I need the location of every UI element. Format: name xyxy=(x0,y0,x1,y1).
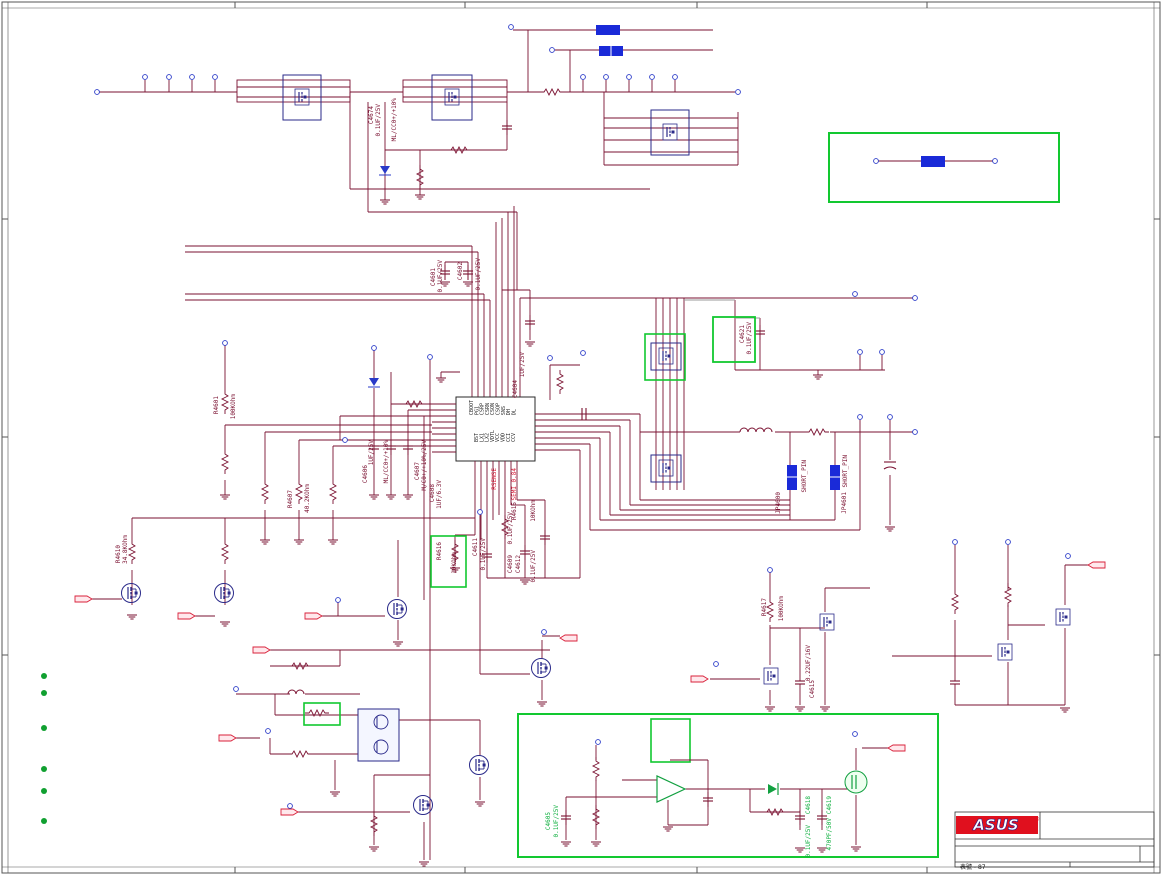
controller-ic xyxy=(455,396,536,462)
label-c4602-val: 0.1UF/25V xyxy=(475,258,482,291)
label-c4606-ref: C4606 xyxy=(362,465,369,484)
asus-logo: ASUS xyxy=(956,816,1038,834)
controller-bus xyxy=(185,206,915,397)
label-red-note-2: RSENSE xyxy=(491,468,498,490)
label-c4619-val: 470PF/50V xyxy=(826,818,833,851)
label-jp4601-ref: JP4601 xyxy=(841,492,848,514)
highlight-box-opamp-input xyxy=(650,718,691,763)
ic-bottom-pin-names: BST LX1 LX2 VDTL VCC VDD CCI CCV xyxy=(474,430,518,443)
diode-d3 xyxy=(768,783,779,795)
left-network xyxy=(131,345,475,860)
label-c4606-code: ML/CC0+/+10% xyxy=(383,440,390,484)
label-jp4600-val: SHORT_PIN xyxy=(801,460,808,493)
jumper-top-1 xyxy=(596,25,620,35)
label-r4615-ref: R4615 xyxy=(511,502,518,521)
label-c4618-val: 0.1UF/25V xyxy=(805,825,812,858)
highlight-box-resistor xyxy=(303,702,341,726)
diode-d2 xyxy=(368,378,380,388)
dual-transistor-pkg xyxy=(357,708,400,762)
label-c4674-code: ML/CC0+/+10% xyxy=(391,98,398,142)
label-r4601-ref: R4601 xyxy=(213,396,220,415)
label-c4606-val: 1UF/25V xyxy=(368,440,375,466)
inductor-main xyxy=(739,427,773,433)
label-r4616-val: 10KOhm xyxy=(451,552,458,574)
label-c4604-ref: C4604 xyxy=(512,380,519,399)
label-red-note-1: SEMI 0.84 xyxy=(511,468,518,501)
label-c4607-code: M/C0+/+10%/25V xyxy=(421,440,428,491)
asus-logo-text: ASUS xyxy=(972,816,1018,834)
label-r4610-val: 34.8KOhm xyxy=(122,535,129,564)
top-power-rail xyxy=(97,29,739,213)
sheet-number-text: 表號 - 87 xyxy=(960,864,986,871)
label-c4615-ref: C4615 xyxy=(809,680,816,699)
label-c4612-ref: C4612 xyxy=(515,555,522,574)
label-jp4600-ref: JP4600 xyxy=(775,492,782,514)
registered-mark: ® xyxy=(1034,816,1040,823)
output-cap xyxy=(883,461,897,470)
diode-d1 xyxy=(379,166,391,176)
label-c4605-ref: C4605 xyxy=(545,812,552,831)
label-c4601-val: 0.1UF/25V xyxy=(437,260,444,293)
label-c4605-val: 0.1UF/25V xyxy=(553,805,560,838)
label-r4607-val: 40.2KOhm xyxy=(304,484,311,513)
highlight-box-r4616 xyxy=(430,535,467,588)
label-c4615-val: 0.22UF/16V xyxy=(805,645,812,682)
opamp-circuit xyxy=(565,745,888,845)
label-c4612-val: 0.1UF/25V xyxy=(530,550,537,583)
mosfet-pkg-q3 xyxy=(650,109,690,156)
cap-coupling xyxy=(581,408,587,420)
label-r4617-ref: R4617 xyxy=(761,598,768,617)
label-c4608-val: 1UF/6.3V xyxy=(436,480,443,509)
note-bullets xyxy=(41,673,47,824)
label-r4601-val: 100KOhm xyxy=(230,394,237,420)
label-c4604-val: 1UF/25V xyxy=(519,352,526,378)
mosfet-pkg-q2 xyxy=(431,74,473,121)
opamp-triangle xyxy=(656,775,687,803)
label-c4618-ref: C4618 xyxy=(805,796,812,815)
lower-left-drivers xyxy=(92,515,560,860)
label-r4616-ref: R4616 xyxy=(436,542,443,561)
mosfet-pkg-q1 xyxy=(282,74,322,121)
right-mid-circuits xyxy=(710,545,1088,706)
label-c4621-val: 0.1UF/25V xyxy=(746,322,753,355)
highlight-box-jumper xyxy=(828,132,1060,203)
output-fet-green xyxy=(844,770,868,794)
label-r4617-val: 100KOhm xyxy=(778,596,785,622)
label-c4611-val: 0.1UF/25V xyxy=(480,538,487,571)
power-stage xyxy=(549,298,915,531)
label-jp4601-val: SHORT_PIN xyxy=(842,455,849,488)
label-c4674-val: 0.1UF/25V xyxy=(375,104,382,137)
label-c4619-ref: C4619 xyxy=(826,796,833,815)
mosfet-pkg-low xyxy=(650,454,682,483)
highlight-box-high-fet xyxy=(644,333,686,381)
highlight-box-opamp xyxy=(517,713,939,858)
mosfet-pkg-high xyxy=(650,342,682,371)
ic-top-pin-names: CBOOT PG1 CSRP CSRN CSON CSOP SNS DH DL xyxy=(469,400,518,416)
label-r4607-ref: R4607 xyxy=(287,490,294,509)
jumper-box xyxy=(921,156,945,167)
highlight-box-c4621 xyxy=(712,316,756,363)
label-c4609-ref: C4609 xyxy=(507,555,514,574)
label-c4602-ref: C4602 xyxy=(457,262,464,281)
title-block xyxy=(954,811,1155,868)
ic-bottom-network xyxy=(454,450,581,579)
ferrite-bead xyxy=(287,689,305,695)
net-flags-left xyxy=(74,595,578,816)
label-c4611-ref: C4611 xyxy=(472,538,479,557)
label-r4615-val: 10KOhm xyxy=(530,500,537,522)
